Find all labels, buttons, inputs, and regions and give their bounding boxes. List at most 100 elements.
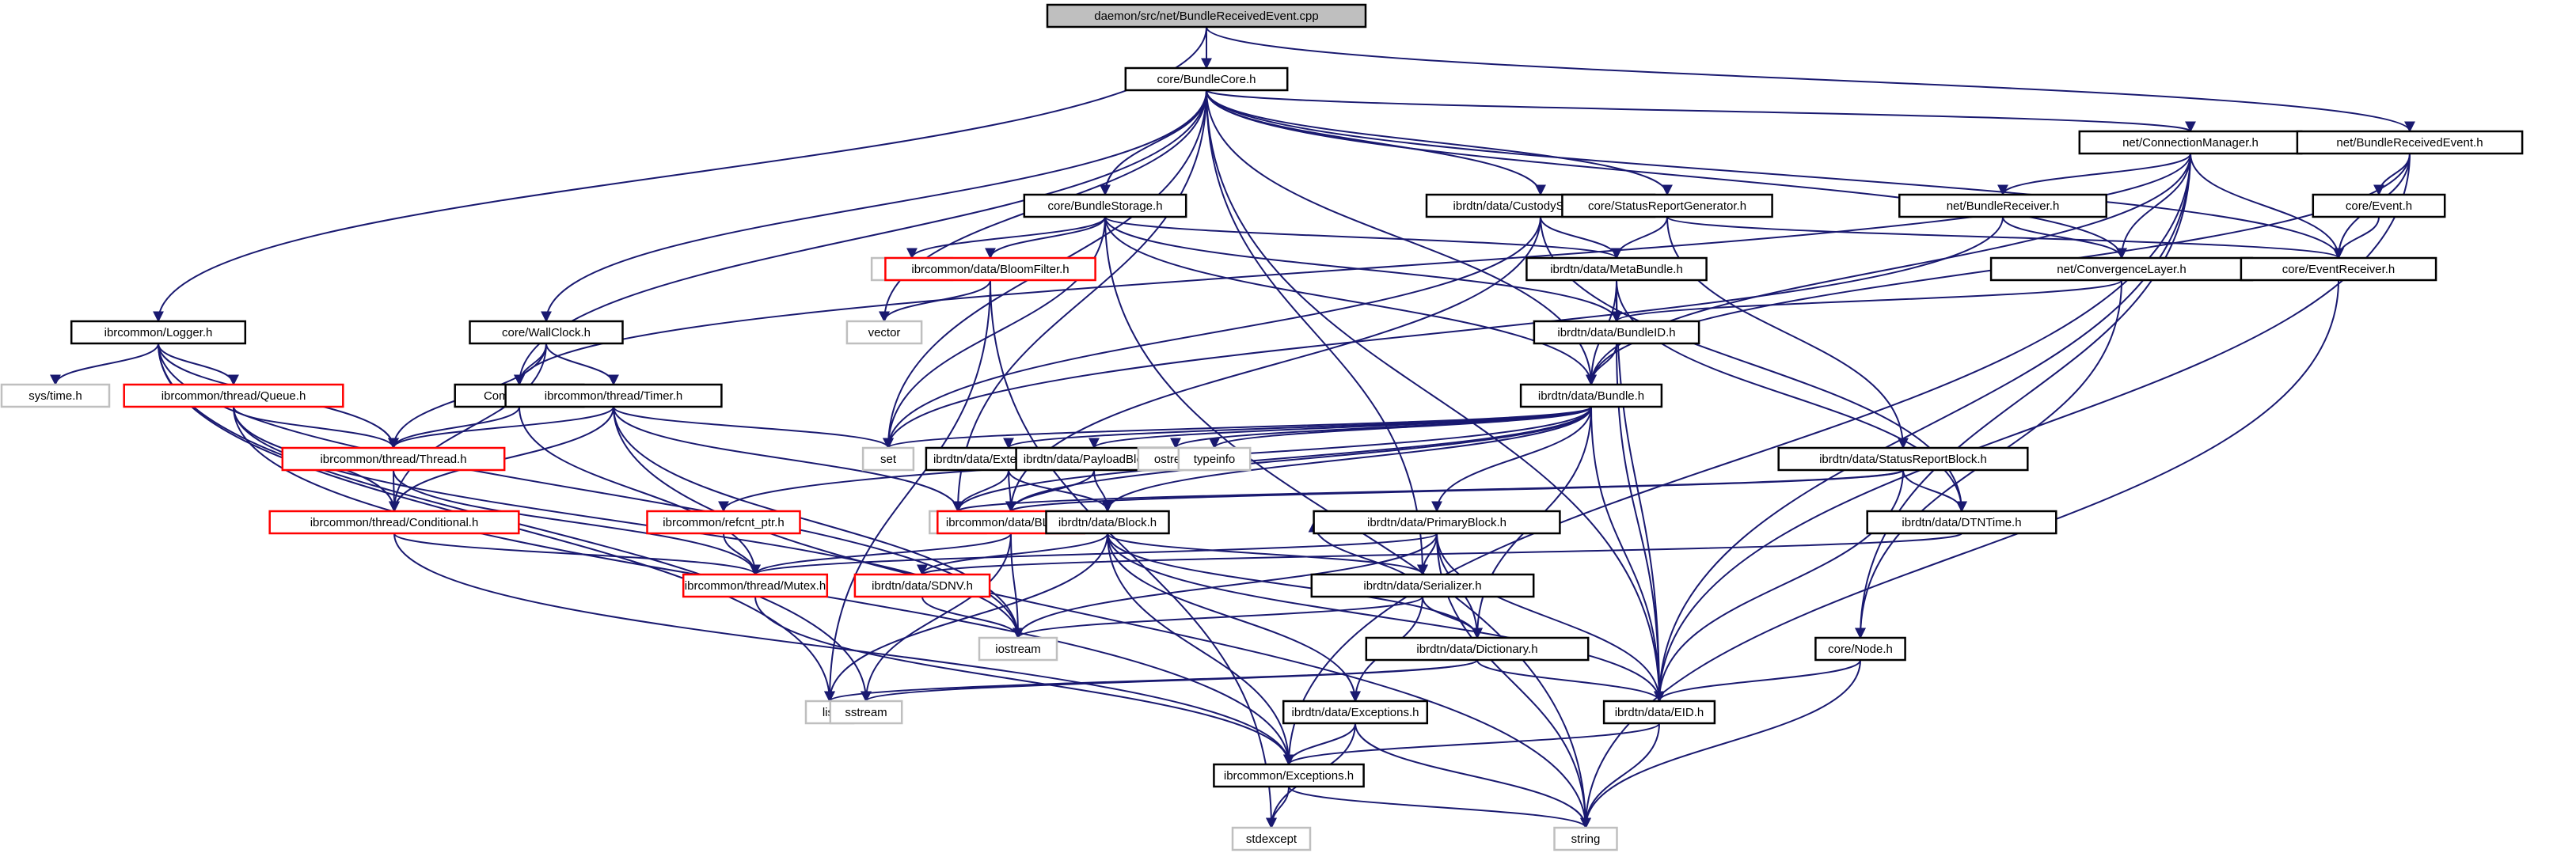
edge-bundlecore-to-map <box>952 89 1207 513</box>
edge-bundlecore-to-serializer <box>1206 89 1428 576</box>
edge-bundlecore-to-bundlestorage <box>1100 89 1207 196</box>
node-label: set <box>880 453 897 466</box>
node-conditional[interactable]: ibrcommon/thread/Conditional.h <box>268 510 520 535</box>
node-serializer[interactable]: ibrdtn/data/Serializer.h <box>1310 573 1535 598</box>
node-box <box>1231 826 1312 851</box>
edge-timer-to-map <box>613 406 963 513</box>
node-statusblock[interactable]: ibrdtn/data/StatusReportBlock.h <box>1777 446 2029 472</box>
edge-bloomfilter-to-list <box>824 279 991 703</box>
edge-timer-to-thread <box>388 406 614 449</box>
node-dataexc[interactable]: ibrdtn/data/Exceptions.h <box>1282 700 1429 725</box>
node-box <box>2296 130 2524 155</box>
node-thread[interactable]: ibrcommon/thread/Thread.h <box>281 446 506 472</box>
edge-convlayer-to-bundleid <box>1611 279 2122 323</box>
node-label: string <box>1571 832 1601 846</box>
node-label: net/BundleReceiver.h <box>1947 199 2060 213</box>
node-bundlecore[interactable]: core/BundleCore.h <box>1124 66 1289 92</box>
node-label: core/Node.h <box>1828 643 1893 656</box>
node-label: ibrdtn/data/DTNTime.h <box>1902 516 2021 529</box>
node-box <box>2312 193 2446 218</box>
node-box <box>845 320 923 345</box>
node-label: ibrdtn/data/EID.h <box>1615 706 1704 719</box>
node-label: ibrcommon/refcnt_ptr.h <box>663 516 784 529</box>
node-box <box>70 320 247 345</box>
node-wallclock[interactable]: core/WallClock.h <box>469 320 624 345</box>
edge-bundlecore-to-eventreceiver <box>1206 89 2344 260</box>
edge-timer-to-string <box>613 406 1591 829</box>
node-root[interactable]: daemon/src/net/BundleReceivedEvent.cpp <box>1046 3 1367 28</box>
node-box <box>682 573 829 598</box>
node-bundlestorage[interactable]: core/BundleStorage.h <box>1023 193 1187 218</box>
node-convlayer[interactable]: net/ConvergenceLayer.h <box>1989 256 2254 282</box>
node-node[interactable]: core/Node.h <box>1814 636 1906 662</box>
edge-wallclock-to-conditional <box>389 343 547 513</box>
edge-statusgen-to-metabundle <box>1611 216 1668 260</box>
node-box <box>1045 510 1170 535</box>
node-label: ibrcommon/Logger.h <box>104 326 213 339</box>
node-bundleid[interactable]: ibrdtn/data/BundleID.h <box>1533 320 1700 345</box>
node-sdnv[interactable]: ibrdtn/data/SDNV.h <box>853 573 991 598</box>
edges-layer <box>50 26 2415 829</box>
node-label: ibrdtn/data/PrimaryBlock.h <box>1367 516 1506 529</box>
edge-extblock-to-blob <box>1005 469 1016 513</box>
node-label: ibrdtn/data/StatusReportBlock.h <box>1819 453 1987 466</box>
node-refcnt[interactable]: ibrcommon/refcnt_ptr.h <box>646 510 801 535</box>
node-box <box>123 383 344 408</box>
node-box <box>884 256 1096 282</box>
node-bre[interactable]: net/BundleReceivedEvent.h <box>2296 130 2524 155</box>
node-label: ibrcommon/thread/Timer.h <box>545 389 683 403</box>
node-label: ibrdtn/data/Dictionary.h <box>1416 643 1537 656</box>
edge-blob-to-sstream <box>861 533 1012 703</box>
node-logger[interactable]: ibrcommon/Logger.h <box>70 320 247 345</box>
node-dtntime[interactable]: ibrdtn/data/DTNTime.h <box>1866 510 2057 535</box>
edge-bundlecore-to-statusgen <box>1206 89 1673 196</box>
node-label: ibrcommon/data/BLOB.h <box>946 516 1076 529</box>
node-box <box>853 573 991 598</box>
node-bundlereceiver[interactable]: net/BundleReceiver.h <box>1898 193 2107 218</box>
node-box <box>1023 193 1187 218</box>
node-label: ibrcommon/thread/Queue.h <box>161 389 306 403</box>
edge-timer-to-set <box>613 406 894 449</box>
edge-bundlereceiver-to-set <box>883 216 2004 449</box>
edge-statusblock-to-map <box>952 469 1904 513</box>
edge-block-to-eid <box>1107 533 1665 703</box>
node-box <box>2240 256 2437 282</box>
node-dictionary[interactable]: ibrdtn/data/Dictionary.h <box>1365 636 1590 662</box>
edge-serializer-to-dictionary <box>1422 596 1483 639</box>
node-eid[interactable]: ibrdtn/data/EID.h <box>1602 700 1716 725</box>
node-block[interactable]: ibrdtn/data/Block.h <box>1045 510 1170 535</box>
node-label: ibrdtn/data/SDNV.h <box>872 579 973 593</box>
edge-event-to-eventreceiver <box>2333 216 2380 260</box>
edge-primary-to-iostream <box>1013 533 1438 639</box>
node-connmgr[interactable]: net/ConnectionManager.h <box>2078 130 2303 155</box>
edge-dataexc-to-string <box>1354 722 1591 829</box>
node-label: core/BundleStorage.h <box>1047 199 1162 213</box>
edge-connmgr-to-bundlereceiver <box>1997 153 2191 196</box>
edge-primary-to-eid <box>1436 533 1665 703</box>
node-label: ibrdtn/data/PayloadBlock.h <box>1024 453 1165 466</box>
node-queue[interactable]: ibrcommon/thread/Queue.h <box>123 383 344 408</box>
node-label: ibrdtn/data/Bundle.h <box>1538 389 1644 403</box>
edge-bundlereceiver-to-convlayer <box>2002 216 2127 260</box>
node-metabundle[interactable]: ibrdtn/data/MetaBundle.h <box>1525 256 1708 282</box>
node-label: vector <box>868 326 901 339</box>
edge-eid-to-string <box>1580 722 1660 829</box>
node-primary[interactable]: ibrdtn/data/PrimaryBlock.h <box>1313 510 1561 535</box>
node-label: ibrdtn/data/BundleID.h <box>1557 326 1675 339</box>
node-box <box>1177 446 1252 472</box>
node-timer[interactable]: ibrcommon/thread/Timer.h <box>504 383 723 408</box>
node-commonexc[interactable]: ibrcommon/Exceptions.h <box>1213 763 1365 788</box>
node-bloomfilter[interactable]: ibrcommon/data/BloomFilter.h <box>884 256 1096 282</box>
node-statusgen[interactable]: core/StatusReportGenerator.h <box>1561 193 1773 218</box>
edge-bundle-to-block <box>1102 406 1592 513</box>
node-label: iostream <box>995 643 1041 656</box>
node-event[interactable]: core/Event.h <box>2312 193 2446 218</box>
edge-payload-to-block <box>1093 469 1113 513</box>
node-sstream: sstream <box>829 700 903 725</box>
node-bundle[interactable]: ibrdtn/data/Bundle.h <box>1519 383 1663 408</box>
node-mutex[interactable]: ibrcommon/thread/Mutex.h <box>682 573 829 598</box>
node-eventreceiver[interactable]: core/EventReceiver.h <box>2240 256 2437 282</box>
edge-bundle-to-set <box>883 406 1592 449</box>
edge-conditional-to-mutex <box>393 533 761 576</box>
